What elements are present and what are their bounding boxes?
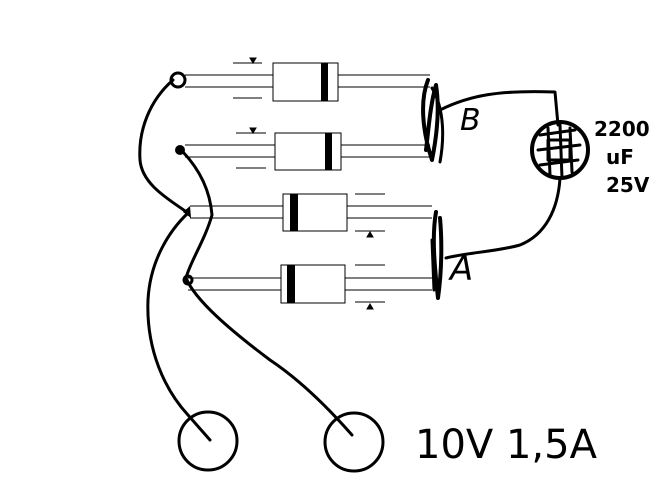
diode-4 [188, 264, 432, 310]
diode-1 [185, 57, 430, 102]
solder-joints-left [169, 71, 194, 286]
label-supply: 10V 1,5A [415, 422, 598, 468]
label-cap-value: 2200 [594, 117, 650, 141]
label-cap-unit: uF [606, 145, 634, 169]
diode-2 [185, 127, 430, 171]
input-terminal-1 [177, 410, 239, 472]
dimension-mark [355, 264, 385, 310]
input-terminal-2 [323, 411, 385, 473]
dimension-mark [355, 193, 385, 238]
label-cap-voltage: 25V [606, 173, 650, 197]
input-wires [138, 78, 354, 442]
wire-cap-to-a [444, 176, 562, 260]
wire-b-to-cap [438, 90, 560, 127]
label-node-a: A [448, 249, 473, 289]
dimension-mark [233, 57, 262, 99]
bus-a [430, 210, 444, 300]
capacitor [530, 120, 590, 180]
dimension-mark [236, 127, 266, 169]
bus-b [421, 78, 445, 164]
diode-3 [190, 193, 432, 238]
label-node-b: B [460, 103, 481, 138]
